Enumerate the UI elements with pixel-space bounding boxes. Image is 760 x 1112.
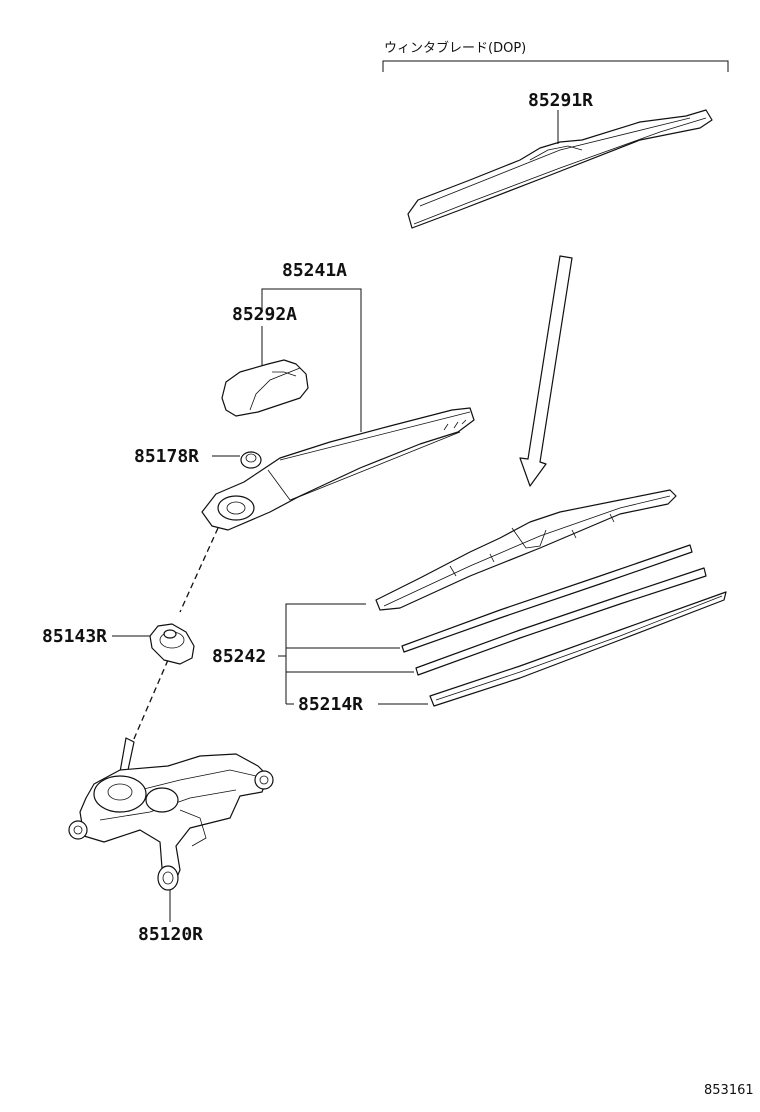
blade-vertebra-85242[interactable] xyxy=(401,544,693,653)
wiper-arm-85241a[interactable] xyxy=(201,407,475,531)
direction-arrow xyxy=(519,255,573,487)
winter-blade-85291r[interactable] xyxy=(407,109,713,229)
leader-85241a xyxy=(261,288,362,432)
label-85178r[interactable]: 85178R xyxy=(134,446,199,467)
label-85242[interactable]: 85242 xyxy=(212,646,266,667)
blade-rubber-85214r[interactable] xyxy=(429,591,727,707)
option-label-winter-blade: ウィンタブレード(DOP) xyxy=(384,40,526,56)
figure-id: 853161 xyxy=(704,1083,754,1098)
label-85214r[interactable]: 85214R xyxy=(298,694,363,715)
label-85292a[interactable]: 85292A xyxy=(232,304,297,325)
option-bracket xyxy=(382,60,729,72)
wiper-motor-85120r[interactable] xyxy=(68,737,274,891)
leader-85242 xyxy=(278,603,414,704)
label-85241a[interactable]: 85241A xyxy=(282,260,347,281)
wiper-blade-85242[interactable] xyxy=(375,489,677,611)
blade-backing-85242[interactable] xyxy=(415,567,707,676)
grommet-85143r[interactable] xyxy=(149,623,195,665)
nut-85178r[interactable] xyxy=(240,451,262,469)
label-85143r[interactable]: 85143R xyxy=(42,626,107,647)
arm-cap-85292a[interactable] xyxy=(221,359,309,417)
label-85120r[interactable]: 85120R xyxy=(138,924,203,945)
label-85291r[interactable]: 85291R xyxy=(528,90,593,111)
